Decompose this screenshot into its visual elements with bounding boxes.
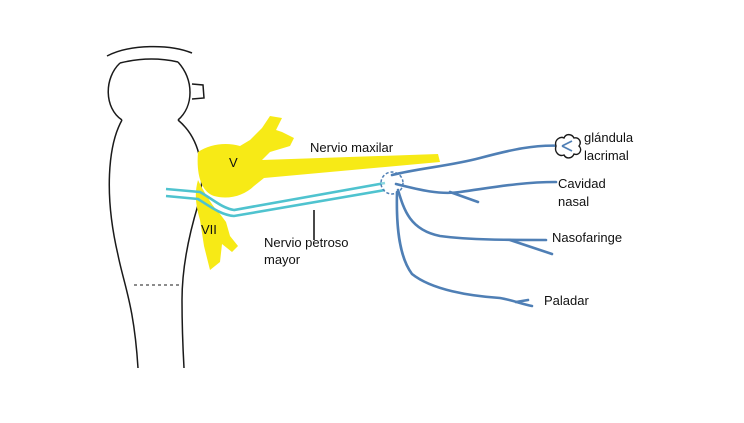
lacrimal-gland-icon: [554, 133, 582, 159]
label-greater-petrosal-line2: mayor: [264, 252, 301, 267]
greater-petrosal-nerve: [165, 181, 386, 218]
branch-palate: [395, 190, 534, 308]
label-nasal-line2: nasal: [558, 194, 589, 209]
branch-nasal-spur: [448, 190, 480, 204]
label-nasal-line1: Cavidad: [558, 176, 606, 191]
brainstem-small-process: [191, 83, 205, 100]
pterygopalatine-ganglion: [380, 171, 404, 195]
branch-nasopharynx-spur: [508, 238, 554, 256]
petrosal-strand-lower: [165, 188, 386, 218]
label-facial-vii: VII: [201, 222, 217, 237]
trigeminal-nerve: [195, 116, 440, 270]
brainstem: [106, 45, 205, 369]
brainstem-pons-left: [108, 119, 139, 369]
branch-palate-spur: [514, 298, 530, 304]
branch-lacrimal: [390, 144, 566, 177]
branch-nasal: [394, 180, 558, 195]
label-lacrimal-line1: glándula: [584, 130, 634, 145]
label-nasopharynx: Nasofaringe: [552, 230, 622, 245]
facial-nerve-root: [195, 180, 238, 270]
trigeminal-ganglion: [197, 116, 440, 198]
label-trigeminal-v: V: [229, 155, 238, 170]
postganglionic-branches: [390, 144, 566, 308]
label-maxillary-nerve: Nervio maxilar: [310, 140, 394, 155]
petrosal-strand-upper: [165, 181, 386, 212]
label-greater-petrosal-line1: Nervio petroso: [264, 235, 349, 250]
brainstem-top-cap: [106, 45, 193, 57]
label-lacrimal-line2: lacrimal: [584, 148, 629, 163]
labels: V VII Nervio maxilar Nervio petroso mayo…: [201, 130, 634, 308]
branch-nasopharynx: [396, 188, 548, 242]
label-palate: Paladar: [544, 293, 589, 308]
brainstem-midbrain: [107, 58, 191, 121]
